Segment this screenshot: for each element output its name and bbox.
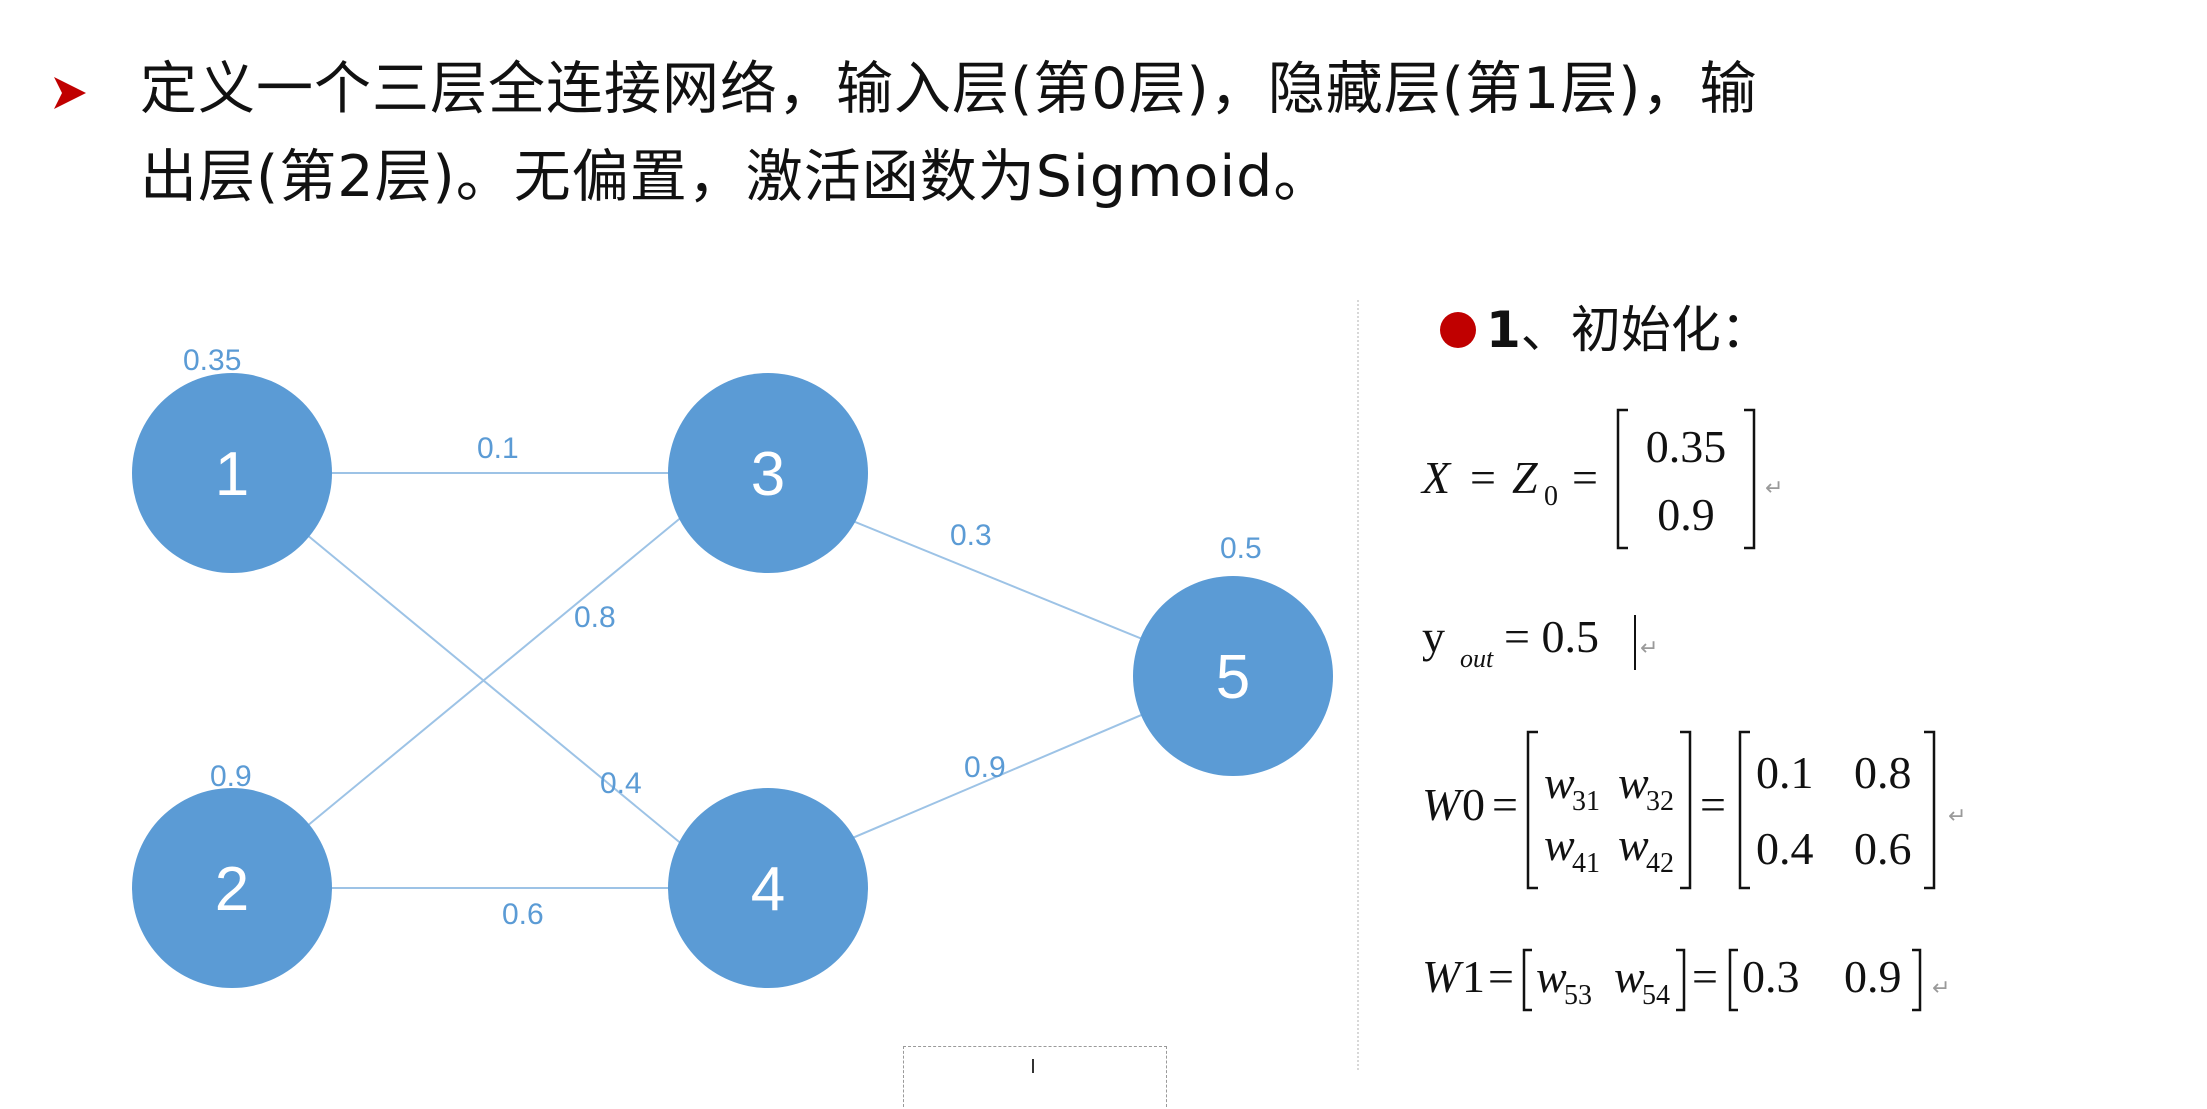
eq-w0-value-3: 0.6 [1854,823,1912,874]
eq-x-value-1: 0.9 [1657,489,1715,540]
red-dot-icon [1440,312,1476,348]
eq-w0-equals-2: = [1700,779,1726,830]
heading-line-2: 出层(第2层)。无偏置，激活函数为Sigmoid。 [140,144,1332,210]
eq-y-lhs: y [1422,611,1445,662]
eq-w1-sym-0-sub: 53 [1564,980,1592,1011]
eq-w0-sym-3-sub: 42 [1646,848,1674,879]
edge-weights: 0.1 0.4 0.8 0.6 0.3 0.9 [477,432,1006,931]
eq-y-rhs: = 0.5 [1504,611,1599,662]
eq-w0-equals-1: = [1492,779,1518,830]
eq-x-z-sub: 0 [1544,481,1558,512]
eq-w1-val-right-bracket [1912,948,1922,1012]
eq-w1-val-left-bracket [1728,948,1738,1012]
node-5-label: 5 [1216,643,1250,712]
node-1-value: 0.35 [183,344,241,377]
eq-x-right-bracket [1744,408,1756,550]
node-5: 5 [1133,576,1333,776]
node-4-label: 4 [751,855,785,924]
eq-x-equals-2: = [1572,452,1598,503]
eq-w0-sym-0: w [1544,757,1575,808]
return-mark: ↵ [1640,636,1658,661]
eq-w1-equals-1: = [1488,951,1514,1002]
eq-y-sub: out [1460,644,1494,673]
eq-w0-lhs: W [1422,779,1464,830]
eq-w0-sym-0-sub: 31 [1572,786,1600,817]
node-5-value: 0.5 [1220,532,1262,565]
weight-2-3: 0.8 [574,601,616,634]
node-1-label: 1 [215,440,249,509]
node-2: 2 [132,788,332,988]
return-mark: ↵ [1765,476,1783,501]
heading-line-1: 定义一个三层全连接网络，输入层(第0层)，隐藏层(第1层)，输 [140,56,1758,122]
eq-w0-sym-2-sub: 41 [1572,848,1600,879]
weight-4-5: 0.9 [964,751,1006,784]
weight-3-5: 0.3 [950,519,992,552]
eq-w1-sym-1: w [1614,951,1645,1002]
eq-x-lhs: X [1420,452,1452,503]
equation-y: y out = 0.5 ↵ [1422,611,1658,673]
weight-1-3: 0.1 [477,432,519,465]
eq-w0-val-right-bracket [1924,730,1936,890]
init-number: 1 [1486,301,1521,359]
eq-x-value-0: 0.35 [1646,421,1727,472]
node-1: 1 [132,373,332,573]
eq-w0-val-left-bracket [1738,730,1750,890]
eq-w0-lhs-num: 0 [1462,779,1485,830]
node-2-value: 0.9 [210,760,252,793]
nodes: 1 2 3 4 5 [132,373,1333,988]
equation-w1: W 1 = w 53 w 54 = 0.3 0.9 ↵ [1422,948,1950,1012]
eq-x-z: Z [1512,452,1538,503]
eq-w0-value-2: 0.4 [1756,823,1814,874]
init-equations: X = Z 0 = 0.35 0.9 ↵ y out = 0.5 ↵ W 0 =… [1420,408,1966,1012]
eq-w0-value-1: 0.8 [1854,747,1912,798]
eq-w0-value-0: 0.1 [1756,747,1814,798]
node-3: 3 [668,373,868,573]
eq-w1-lhs-num: 1 [1462,951,1485,1002]
arrow-right-icon [54,77,86,109]
network-diagram: 0.1 0.4 0.8 0.6 0.3 0.9 0.35 0.9 0.5 1 2… [132,344,1333,988]
equation-w0: W 0 = w 31 w 32 w 41 w 42 = 0.1 0.8 0.4 … [1422,730,1966,890]
eq-w1-sym-0: w [1536,951,1567,1002]
return-mark: ↵ [1932,976,1950,1001]
eq-w1-sym-1-sub: 54 [1642,980,1670,1011]
eq-w1-sym-right-bracket [1676,948,1686,1012]
eq-w1-sym-left-bracket [1522,948,1532,1012]
eq-x-equals-1: = [1470,452,1496,503]
vertical-divider [1357,300,1359,1070]
eq-w1-equals-2: = [1692,951,1718,1002]
node-3-label: 3 [751,440,785,509]
edge-2-3 [231,472,736,889]
eq-w0-sym-left-bracket [1526,730,1538,890]
eq-w0-sym-1: w [1618,757,1649,808]
eq-w1-lhs: W [1422,951,1464,1002]
init-title-text: 、初始化： [1520,301,1771,359]
node-values: 0.35 0.9 0.5 [183,344,1262,793]
weight-2-4: 0.6 [502,898,544,931]
dashed-placeholder-box [903,1046,1167,1107]
eq-w0-sym-1-sub: 32 [1646,786,1674,817]
node-4: 4 [668,788,868,988]
heading-text: 定义一个三层全连接网络，输入层(第0层)，隐藏层(第1层)，输 出层(第2层)。… [140,45,2180,221]
cursor-mark [1032,1059,1034,1073]
eq-w1-value-0: 0.3 [1742,951,1800,1002]
init-heading: 1、初始化： [1440,295,1771,365]
node-2-label: 2 [215,855,249,924]
equation-x: X = Z 0 = 0.35 0.9 ↵ [1420,408,1783,550]
eq-x-left-bracket [1616,408,1628,550]
weight-1-4: 0.4 [600,767,642,800]
eq-w1-value-1: 0.9 [1844,951,1902,1002]
eq-w0-sym-3: w [1618,819,1649,870]
return-mark: ↵ [1948,804,1966,829]
eq-w0-sym-right-bracket [1680,730,1692,890]
eq-w0-sym-2: w [1544,819,1575,870]
